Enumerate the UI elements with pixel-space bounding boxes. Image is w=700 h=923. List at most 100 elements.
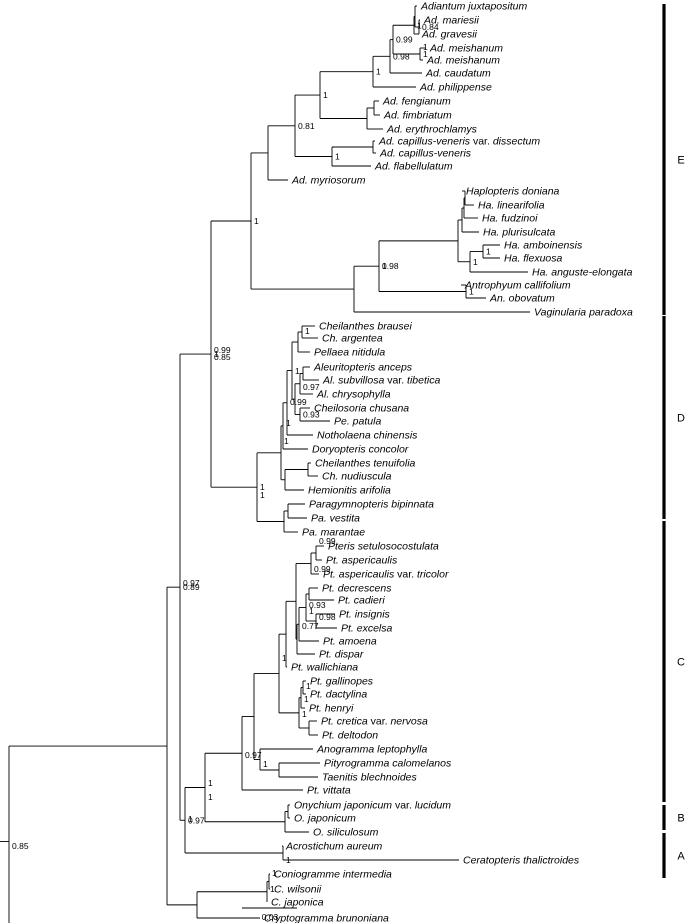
taxon-label: Pt. deltodon xyxy=(322,730,378,742)
support-value: 0.97 xyxy=(188,815,205,825)
support-value: 0.98 xyxy=(393,51,410,61)
taxon-label: Onychium japonicum var. lucidum xyxy=(294,800,451,812)
taxon-label: Antrophyum callifolium xyxy=(464,280,571,292)
support-value: 1 xyxy=(282,653,287,663)
support-value: 1 xyxy=(214,349,219,359)
support-value: 1 xyxy=(295,366,300,376)
taxon-label: Doryopteris concolor xyxy=(312,444,409,456)
support-value: 1 xyxy=(260,482,265,492)
support-value: 1 xyxy=(473,257,478,267)
taxon-label: Ceratopteris thalictroides xyxy=(463,855,580,867)
taxon-label: Ad. erythrochlamys xyxy=(386,124,478,136)
taxon-label: Cheilosoria chusana xyxy=(314,403,409,415)
taxon-label: Pa. vestita xyxy=(311,513,360,525)
support-value: 1 xyxy=(254,216,259,226)
taxon-label: O. siliculosum xyxy=(313,827,379,839)
clade-label: C xyxy=(677,657,685,669)
taxon-label: Ad. fengianum xyxy=(382,96,451,108)
taxon-label: Pt. wallichiana xyxy=(291,662,358,674)
support-value: 1 xyxy=(302,709,307,719)
taxon-label: Pt. decrescens xyxy=(322,583,392,595)
taxon-label: Ad. flabellulatum xyxy=(374,161,453,173)
taxon-label: An. obovatum xyxy=(489,293,555,305)
taxon-label: Ad. fimbriatum xyxy=(383,110,452,122)
support-value: 1 xyxy=(469,287,474,297)
clade-label: A xyxy=(677,851,685,863)
taxon-label: Vaginularia paradoxa xyxy=(534,307,633,319)
support-value: 1 xyxy=(486,247,491,257)
taxon-label: Pt. amoena xyxy=(323,636,377,648)
taxon-label: Notholaena chinensis xyxy=(317,430,418,442)
taxon-label: Ad. gravesii xyxy=(421,29,478,41)
support-value: 1 xyxy=(263,759,268,769)
taxon-label: Cryptogramma brunoniana xyxy=(264,913,389,923)
support-value: 1 xyxy=(382,261,387,271)
taxon-label: C. japonica xyxy=(271,897,324,909)
support-value: 1 xyxy=(335,152,340,162)
support-value: 1 xyxy=(272,868,277,878)
support-value: 0.99 xyxy=(319,536,336,546)
scale-bar: 0.03 xyxy=(242,907,297,922)
tree-branches xyxy=(0,5,530,923)
taxon-label: Ad. meishanum xyxy=(429,43,503,55)
taxon-label: C. wilsonii xyxy=(274,884,322,896)
taxon-label: Pe. patula xyxy=(334,416,381,428)
support-value: 1 xyxy=(305,326,310,336)
taxon-label: Ha. linearifolia xyxy=(478,200,545,212)
taxon-label: Haplopteris doniana xyxy=(466,186,560,198)
taxon-label: Cheilanthes brausei xyxy=(319,321,412,333)
support-value: 1 xyxy=(270,884,275,894)
support-value: 0.77 xyxy=(302,621,319,631)
taxon-label: Al. subvillosa var. tibetica xyxy=(322,375,440,387)
taxon-label: Pteris setulosocostulata xyxy=(328,541,439,553)
taxon-label: Ch. nudiuscula xyxy=(322,471,392,483)
support-value: 1 xyxy=(260,490,265,500)
taxon-label: O. japonicum xyxy=(294,813,356,825)
support-value: 0.84 xyxy=(422,22,439,32)
taxon-label: Ad. philippense xyxy=(419,82,492,94)
support-value: 0.99 xyxy=(314,564,331,574)
taxon-label: Hemionitis arifolia xyxy=(308,485,391,497)
support-value: 0.85 xyxy=(214,352,231,362)
scale-bar-label: 0.03 xyxy=(262,912,279,922)
taxon-label: Ad. myriosorum xyxy=(291,175,366,187)
taxon-label: Coniogramme intermedia xyxy=(274,869,392,881)
support-value: 1 xyxy=(417,20,422,30)
support-value: 1 xyxy=(208,792,213,802)
support-value: 0.81 xyxy=(298,121,315,131)
taxon-label: Pt. vittata xyxy=(307,785,351,797)
support-value: 1 xyxy=(188,814,193,824)
support-value: 0.89 xyxy=(183,582,200,592)
support-value: 1 xyxy=(306,681,311,691)
taxon-label: Aleuritopteris anceps xyxy=(313,362,413,374)
support-value: 1 xyxy=(208,778,213,788)
support-value: 1 xyxy=(286,855,291,865)
taxon-label: Al. chrysophylla xyxy=(316,389,391,401)
support-value: 1 xyxy=(323,90,328,100)
support-value: 0.98 xyxy=(382,261,399,271)
support-value: 1 xyxy=(376,67,381,77)
taxon-label: Ha. fudzinoi xyxy=(482,213,538,225)
taxon-label: Pt. henryi xyxy=(309,703,354,715)
taxon-label: Pt. cadieri xyxy=(338,595,385,607)
taxon-label: Cheilanthes tenuifolia xyxy=(315,458,416,470)
taxon-label: Ha. flexuosa xyxy=(504,253,563,265)
support-value: 1 xyxy=(309,606,314,616)
taxon-label: Ch. argentea xyxy=(322,333,383,345)
taxon-label: Ad. meishanum xyxy=(426,55,500,67)
support-value: 0.97 xyxy=(303,382,320,392)
support-value: 1 xyxy=(304,694,309,704)
taxon-label: Pa. marantae xyxy=(302,527,365,539)
taxon-label: Pt. dispar xyxy=(319,649,364,661)
support-value: 1 xyxy=(423,42,428,52)
taxon-label: Ad. caudatum xyxy=(425,68,491,80)
taxon-label: Ha. amboinensis xyxy=(504,240,583,252)
support-value: 1 xyxy=(286,418,291,428)
support-value: 0.98 xyxy=(319,612,336,622)
support-value: 0.99 xyxy=(290,397,307,407)
support-value: 0.93 xyxy=(303,410,320,420)
taxon-label: Pt. aspericaulis xyxy=(326,555,398,567)
taxon-label: Pt. dactylina xyxy=(310,689,367,701)
